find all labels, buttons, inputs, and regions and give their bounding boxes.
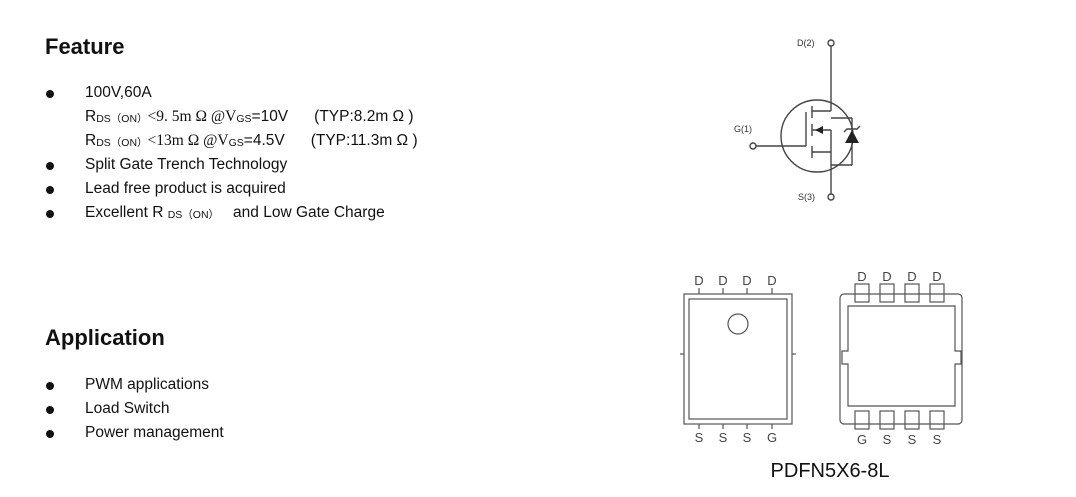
- mosfet-symbol-lines: [749, 39, 861, 201]
- exposed-pad-icon: [841, 305, 962, 407]
- pin-label: D: [718, 273, 727, 288]
- vgs-val: =4.5V: [243, 132, 285, 149]
- source-pad: [854, 410, 870, 430]
- excellent-suffix: and Low Gate Charge: [233, 204, 385, 221]
- body-arrow-icon: [815, 126, 823, 134]
- source-pad: [879, 410, 895, 430]
- application-item: Load Switch: [45, 397, 645, 421]
- drain-pad: [879, 283, 895, 303]
- rds-sub: DS（ON）: [96, 113, 148, 125]
- application-list: PWM applications Load Switch Power manag…: [45, 373, 645, 445]
- rds-cond: <9. 5m Ω @V: [147, 108, 237, 125]
- feature-rating-text: 100V,60A: [85, 84, 152, 101]
- pin-label: S: [883, 432, 892, 447]
- package-top-view-inner: [688, 298, 788, 420]
- rds-r: R: [85, 108, 97, 125]
- feature-rating: 100V,60A: [45, 81, 645, 105]
- feature-split-gate-text: Split Gate Trench Technology: [85, 156, 288, 173]
- application-item-text: PWM applications: [85, 376, 210, 393]
- feature-heading: Feature: [45, 34, 125, 59]
- pin1-marker-icon: [727, 313, 749, 335]
- pin-label: S: [933, 432, 942, 447]
- rds-sub: DS（ON）: [96, 137, 148, 149]
- source-pad: [929, 410, 945, 430]
- feature-excellent: Excellent R DS（ON） and Low Gate Charge: [45, 201, 645, 225]
- feature-list: 100V,60A RDS（ON）<9. 5m Ω @VGS=10V(TYP:8.…: [45, 81, 645, 225]
- application-item-text: Power management: [85, 424, 224, 441]
- rds-r: R: [85, 132, 97, 149]
- pin-label: G: [767, 430, 777, 445]
- pin-label: D: [932, 269, 941, 284]
- pin-label: D: [882, 269, 891, 284]
- feature-lead-free: Lead free product is acquired: [45, 177, 645, 201]
- drain-terminal-icon: [827, 39, 835, 47]
- feature-lead-free-text: Lead free product is acquired: [85, 180, 286, 197]
- source-pad: [904, 410, 920, 430]
- drain-pad: [904, 283, 920, 303]
- application-heading: Application: [45, 325, 165, 350]
- package-bottom-view-body: [839, 293, 963, 425]
- pin-label: D: [742, 273, 751, 288]
- source-terminal-icon: [827, 193, 835, 201]
- application-item-text: Load Switch: [85, 400, 170, 417]
- package-name: PDFN5X6-8L: [770, 460, 890, 482]
- package-outline: D D D D S S S G D D D D G S S S: [680, 269, 963, 447]
- vgs-sub: GS: [228, 137, 244, 149]
- vgs-sub: GS: [236, 113, 252, 125]
- application-item: PWM applications: [45, 373, 645, 397]
- pin-label: D: [857, 269, 866, 284]
- pin-label: D: [694, 273, 703, 288]
- drain-label: D(2): [797, 38, 815, 48]
- vgs-val: =10V: [251, 108, 289, 125]
- package-top-view-body: [683, 293, 793, 425]
- pin-label: D: [907, 269, 916, 284]
- drain-pad: [929, 283, 945, 303]
- feature-split-gate: Split Gate Trench Technology: [45, 153, 645, 177]
- excellent-sub: DS（ON）: [167, 209, 220, 221]
- pin-label: G: [857, 432, 867, 447]
- pin-label: S: [743, 430, 752, 445]
- pin-label: S: [719, 430, 728, 445]
- pin-label: S: [908, 432, 917, 447]
- diode-triangle-icon: [845, 130, 859, 143]
- pin-label: S: [695, 430, 704, 445]
- mosfet-symbol: D(2) G(1) S(3): [734, 38, 861, 202]
- gate-terminal-icon: [749, 142, 757, 150]
- rds-typ: (TYP:8.2m Ω ): [314, 108, 414, 125]
- feature-rds-4v5: RDS（ON）<13m Ω @VGS=4.5V (TYP:11.3m Ω ): [45, 129, 645, 153]
- gate-label: G(1): [734, 124, 752, 134]
- excellent-prefix: Excellent R: [85, 204, 168, 221]
- diode-cathode-bar: [843, 125, 861, 133]
- rds-cond: <13m Ω @V: [147, 132, 229, 149]
- application-item: Power management: [45, 421, 645, 445]
- feature-rds-10v: RDS（ON）<9. 5m Ω @VGS=10V (TYP:8.2m Ω ): [45, 105, 645, 129]
- pin-label: D: [767, 273, 776, 288]
- drain-pad: [854, 283, 870, 303]
- rds-typ: (TYP:11.3m Ω ): [310, 132, 418, 149]
- source-label: S(3): [798, 192, 815, 202]
